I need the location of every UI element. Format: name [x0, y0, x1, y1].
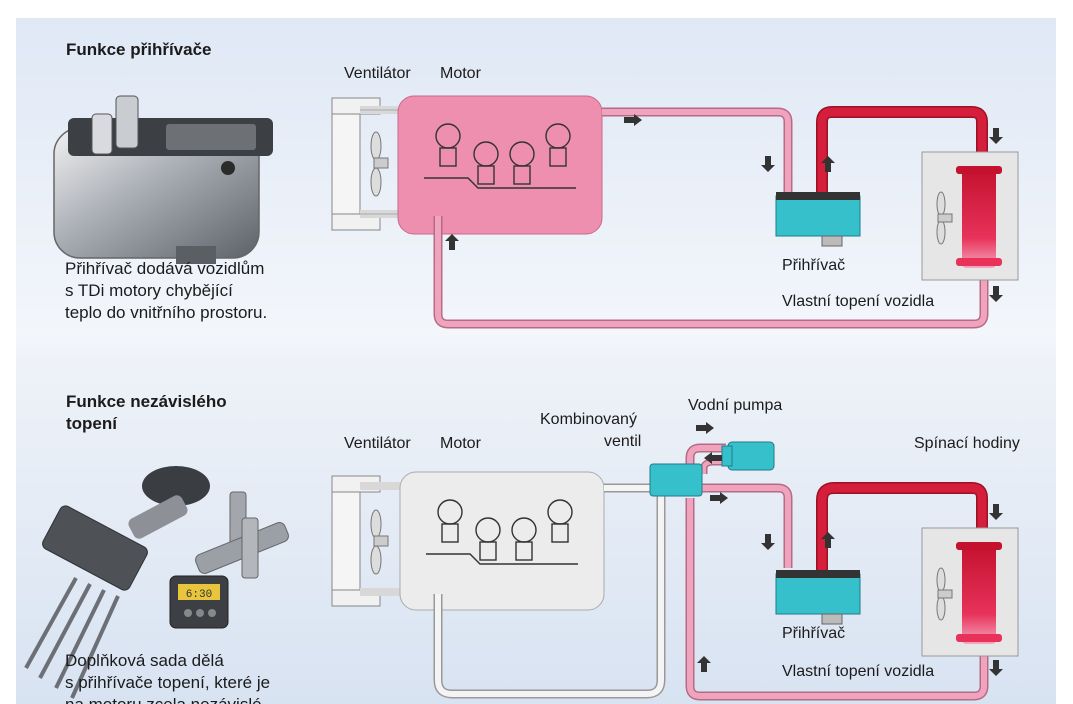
heating-diagram: 6:30 [24, 95, 1019, 701]
top-caption-line-2: s TDi motory chybějící [65, 281, 233, 300]
svg-text:6:30: 6:30 [186, 589, 212, 601]
top-pipes [433, 106, 989, 329]
combined-valve [649, 463, 703, 497]
timer-display: 6:30 [186, 589, 212, 601]
top-caption-line-1: Přihřívač dodává vozidlům [65, 259, 265, 278]
top-fan-icon [370, 131, 389, 197]
bottom-fan-label: Ventilátor [344, 435, 411, 452]
combined-valve-label-line-2: ventil [604, 433, 642, 450]
diagram-page: 6:30 [16, 18, 1056, 704]
bottom-caption-line-1: Doplňková sada dělá [65, 651, 224, 670]
top-vehicle-heating-label: Vlastní topení vozidla [782, 293, 935, 310]
kit-components-illustration [24, 466, 289, 699]
bottom-section-title-line-2: topení [66, 414, 117, 433]
top-engine-label: Motor [440, 65, 481, 82]
bottom-engine-label: Motor [440, 435, 481, 452]
top-heater-box [775, 192, 861, 247]
bottom-heater-box [775, 570, 861, 625]
bottom-engine [360, 471, 605, 611]
bottom-fan-icon [370, 509, 389, 575]
top-heater-label: Přihřívač [782, 257, 846, 274]
top-radiator [331, 97, 381, 231]
bottom-caption-line-3: na motoru zcela nezávislé. [65, 694, 266, 704]
bottom-cabin-heater [921, 527, 1019, 657]
bottom-pipes [433, 443, 989, 701]
bottom-radiator [331, 475, 381, 607]
bottom-vehicle-heating-label: Vlastní topení vozidla [782, 663, 935, 680]
bottom-heater-label: Přihřívač [782, 625, 846, 642]
top-fan-label: Ventilátor [344, 65, 411, 82]
bottom-caption-line-2: s přihřívače topení, které je [65, 673, 271, 692]
top-engine [360, 95, 603, 235]
water-pump [721, 441, 775, 471]
timer-label: Spínací hodiny [914, 435, 1020, 452]
top-cabin-heater [921, 151, 1019, 281]
heater-unit-illustration [53, 95, 273, 264]
top-section-title: Funkce přihřívače [66, 40, 212, 59]
water-pump-label: Vodní pumpa [688, 397, 783, 414]
combined-valve-label-line-1: Kombinovaný [540, 411, 637, 428]
bottom-section-title-line-1: Funkce nezávislého [66, 392, 227, 411]
top-caption-line-3: teplo do vnitřního prostoru. [65, 303, 268, 322]
